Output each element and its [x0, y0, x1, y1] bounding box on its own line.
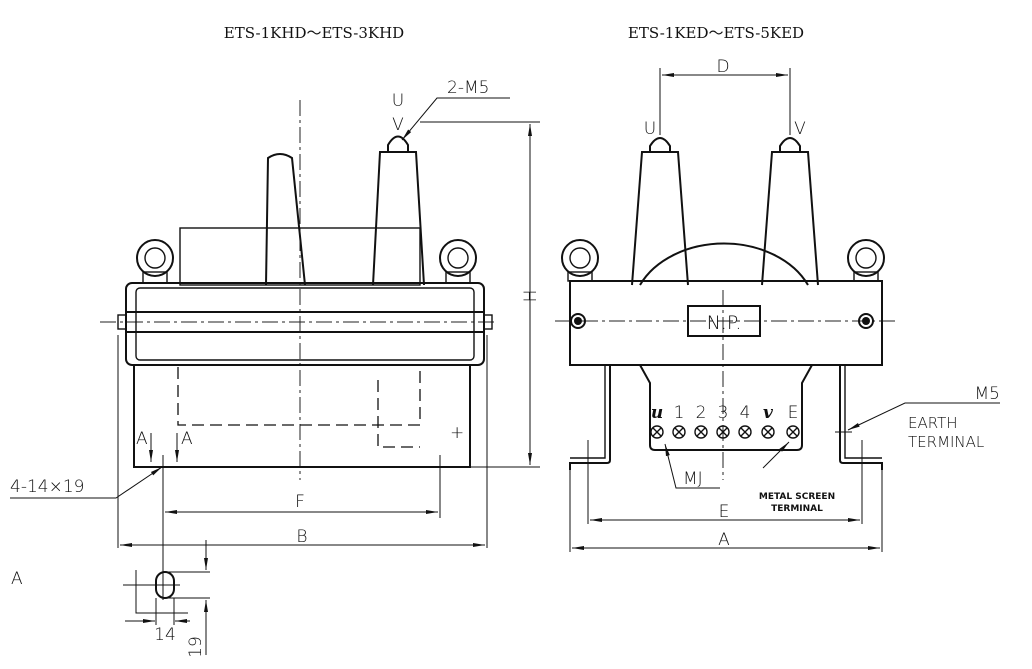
plus-mark: + [450, 423, 464, 443]
dim-h-label: H [521, 290, 541, 303]
mounting-bracket-right [839, 364, 883, 470]
mounting-bracket-left [569, 364, 611, 470]
lifting-eye-left [561, 239, 599, 282]
dim-b-label: B [296, 527, 307, 547]
terminal-label: E [788, 403, 799, 423]
detail-height-label: 19 [186, 636, 206, 658]
bushing-right [372, 151, 425, 286]
terminal-u-label: U [644, 119, 656, 139]
left-view-title: ETS-1KHD～ETS-3KHD [224, 24, 404, 42]
bolt-right [858, 313, 874, 329]
section-mark-a-2: A [181, 429, 193, 449]
detail-a-label: A [11, 569, 23, 589]
terminal-screw-icon [650, 425, 800, 439]
m5-label: M5 [975, 384, 1000, 404]
nameplate [687, 305, 761, 337]
terminal-u-label: U [392, 91, 404, 111]
terminal-v-label: V [794, 119, 806, 139]
right-view-title: ETS-1KED～ETS-5KED [628, 24, 804, 42]
metal-screen-label-1: METAL SCREEN [759, 492, 835, 502]
terminal-label: u [651, 403, 663, 423]
bolt-right [483, 314, 493, 330]
bolt-left [117, 314, 127, 330]
metal-screen-label-2: TERMINAL [771, 504, 823, 514]
section-mark-a-1: A [136, 429, 148, 449]
lifting-eye-left [136, 239, 174, 284]
nameplate-label: N.P. [707, 312, 742, 334]
dim-a-label: A [718, 530, 730, 550]
terminal-label: v [763, 403, 774, 423]
dim-f-label: F [295, 492, 305, 512]
core-dome [639, 242, 809, 286]
bolt-left [570, 313, 586, 329]
earth-terminal-label-2: TERMINAL [908, 433, 984, 451]
detail-width-label: 14 [154, 625, 176, 645]
terminal-label: 1 [674, 403, 685, 423]
dim-d-label: D [716, 57, 729, 77]
terminal-v-label: V [392, 115, 404, 135]
terminal-label: 3 [718, 403, 729, 423]
right-view: ETS-1KED～ETS-5KED D U V N.P. [555, 24, 1000, 552]
dim-e-label: E [719, 502, 730, 522]
terminal-label: 2 [696, 403, 707, 423]
left-view: ETS-1KHD～ETS-3KHD + A A [10, 24, 541, 600]
bushing-left [631, 151, 689, 286]
earth-terminal-label-1: EARTH [908, 414, 958, 432]
hole-note: 4-14×19 [10, 477, 84, 497]
bushing-right [761, 151, 819, 286]
bushing-left [265, 153, 306, 286]
bushing-terminal-cap [387, 135, 409, 152]
terminal-box [639, 364, 813, 451]
detail-a: A 14 19 [11, 540, 210, 658]
terminal-label: 4 [740, 403, 751, 423]
lifting-eye-right [847, 239, 885, 282]
bolt-note: 2-M5 [447, 78, 489, 98]
terminal-strip: u 1 2 3 4 v E [650, 403, 800, 439]
clamp-frame [125, 282, 485, 366]
lifting-eye-right [439, 239, 477, 284]
mj-label: MJ [683, 469, 703, 489]
clamp-frame [569, 280, 883, 366]
